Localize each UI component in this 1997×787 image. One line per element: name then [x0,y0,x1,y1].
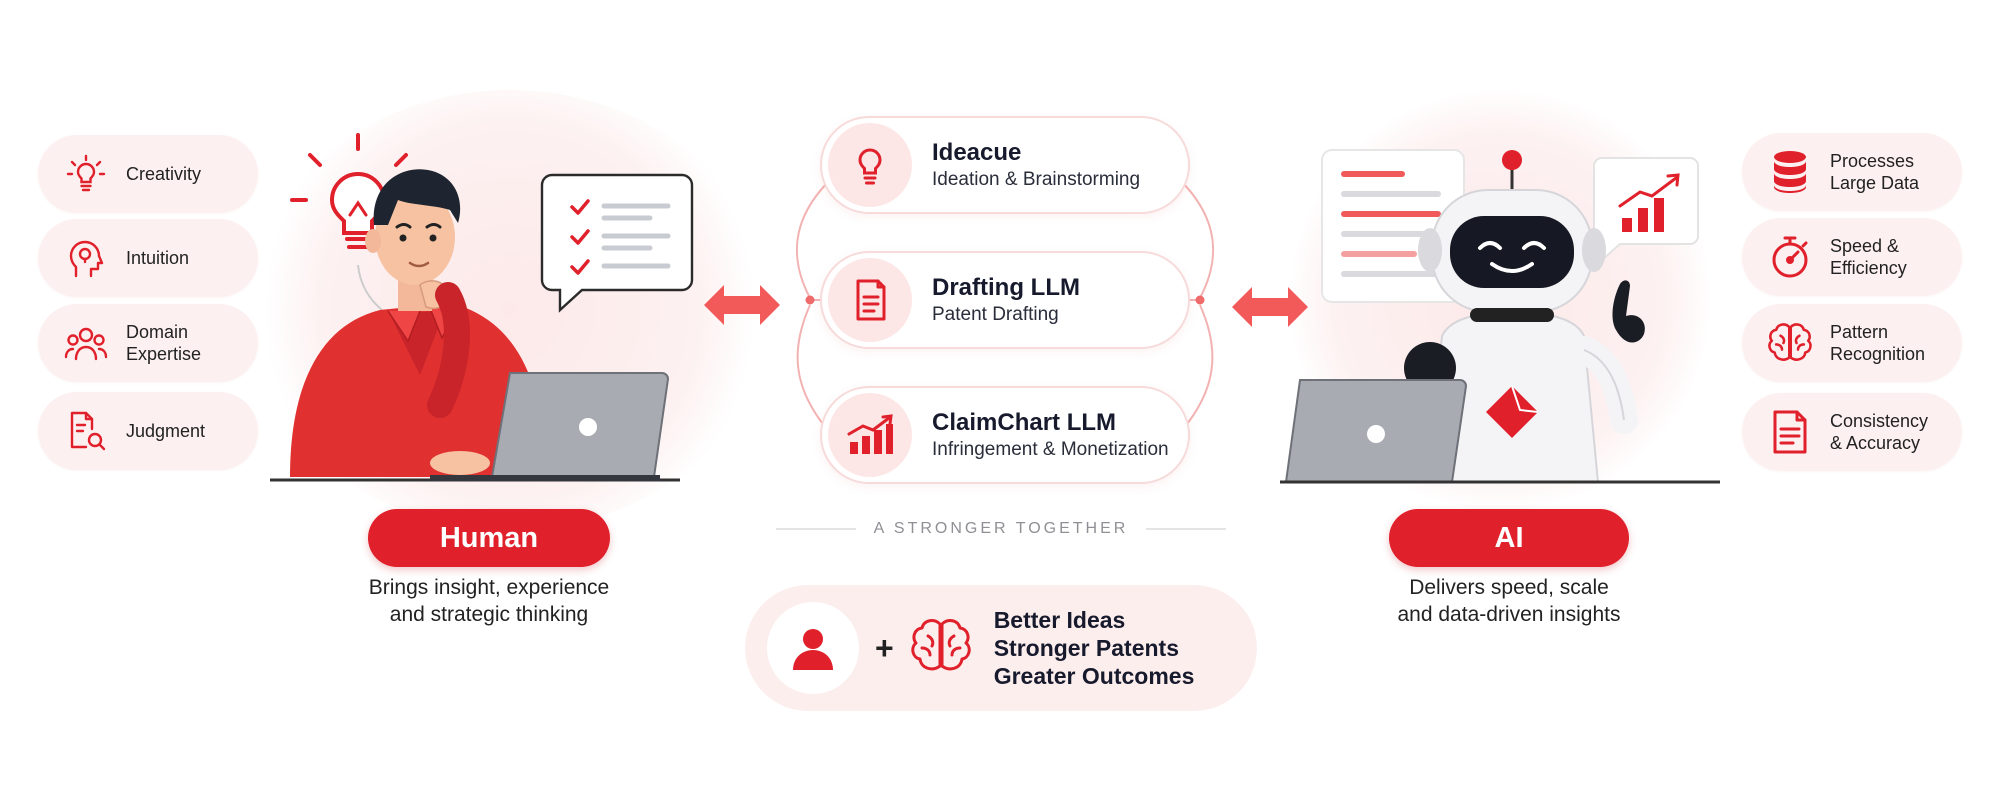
brain-icon [1764,317,1816,369]
document-icon [1764,406,1816,458]
plus-sign: + [875,629,894,666]
ai-badge: AI [1389,509,1629,567]
tool-subtitle: Ideation & Brainstorming [932,169,1141,190]
team-icon [60,317,112,369]
tool-subtitle: Infringement & Monetization [932,439,1169,460]
human-illustration [270,133,694,482]
left-double-arrow-icon [704,285,780,325]
trait-pill-speed-efficiency: Speed &Efficiency [1742,218,1962,296]
tool-name: ClaimChart LLM [932,409,1117,436]
trait-label: Intuition [126,248,190,268]
trait-label: Creativity [126,164,202,184]
trait-pill-intuition: Intuition [38,219,258,297]
database-icon [1764,146,1816,198]
person-icon [767,602,859,694]
trait-pill-consistency-accuracy: Consistency& Accuracy [1742,393,1962,471]
document-search-icon [60,405,112,457]
trait-label: Speed &Efficiency [1830,236,1907,278]
human-badge: Human [368,509,610,567]
stopwatch-icon [1764,231,1816,283]
trait-pill-judgment: Judgment [38,392,258,470]
ai-robot-illustration [1280,149,1720,484]
together-divider: A STRONGER TOGETHER [776,517,1227,541]
brain-icon [908,616,974,681]
trait-label: Judgment [126,421,206,441]
tool-subtitle: Patent Drafting [932,304,1059,325]
lightbulb-icon [60,148,112,200]
together-label: A STRONGER TOGETHER [873,520,1129,537]
tool-card-drafting-llm: Drafting LLM Patent Drafting [820,251,1190,349]
right-double-arrow-icon [1232,287,1308,327]
tool-card-ideacue: Ideacue Ideation & Brainstorming [820,116,1190,214]
trait-label: Consistency& Accuracy [1830,411,1929,453]
document-icon [828,258,912,342]
tool-name: Drafting LLM [932,274,1080,301]
head-idea-icon [60,232,112,284]
lightbulb-icon [828,123,912,207]
tool-name: Ideacue [932,139,1022,166]
trait-pill-creativity: Creativity [38,135,258,213]
tool-card-claimchart-llm: ClaimChart LLM Infringement & Monetizati… [820,386,1190,484]
growth-chart-icon [828,393,912,477]
